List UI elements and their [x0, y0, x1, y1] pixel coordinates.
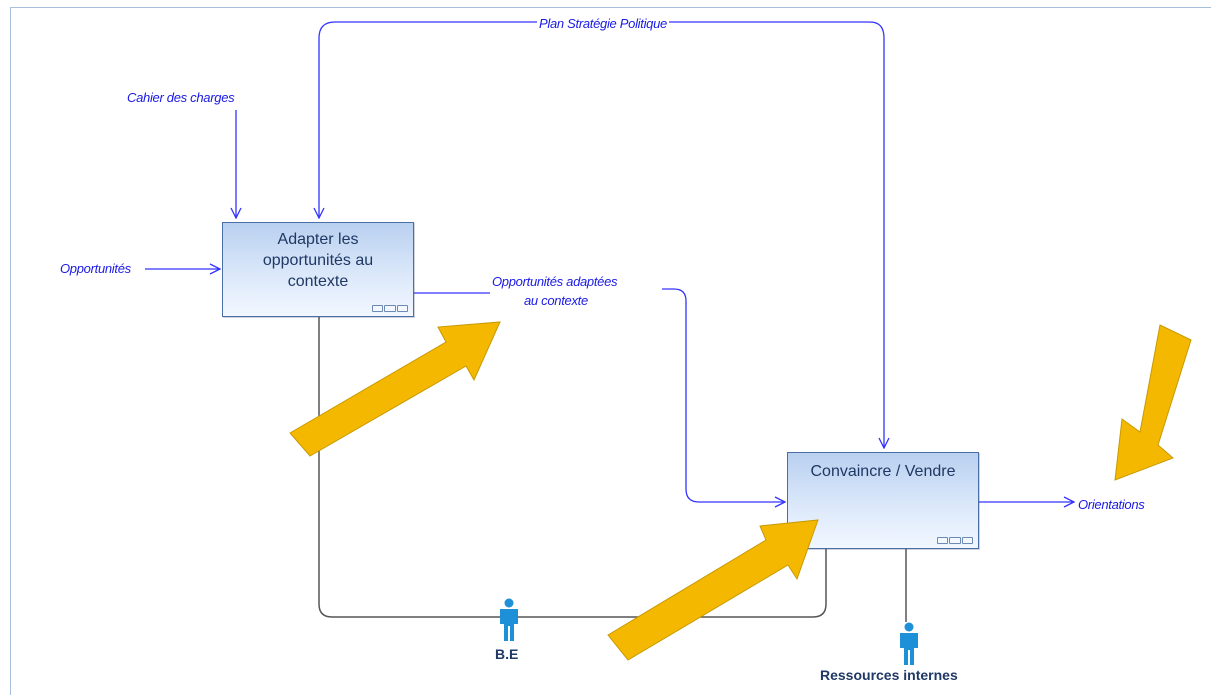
flow-label-orientations[interactable]: Orientations — [1078, 497, 1145, 512]
flow-label-opportunites[interactable]: Opportunités — [60, 261, 131, 276]
activity-title-line: contexte — [287, 273, 349, 290]
activity-title-adapter: Adapter les opportunités au contexte — [223, 229, 413, 292]
activity-box-adapter[interactable]: Adapter les opportunités au contexte — [222, 222, 414, 317]
person-icon — [500, 598, 518, 641]
mechanism-line-be[interactable] — [318, 317, 827, 618]
flow-label-adaptees-line2[interactable]: au contexte — [524, 293, 588, 308]
flow-label-adaptees-line1[interactable]: Opportunités adaptées — [492, 274, 618, 289]
control-arrow-plan-to-adapter[interactable] — [319, 21, 870, 218]
output-arrow-adaptees[interactable] — [414, 288, 785, 502]
frame-border-top — [10, 7, 1211, 8]
mechanism-label-be[interactable]: B.E — [495, 646, 519, 662]
mechanism-label-ressources[interactable]: Ressources internes — [820, 667, 958, 683]
control-arrow-plan-to-vendre[interactable] — [869, 21, 884, 448]
decomposition-icon[interactable] — [372, 305, 408, 312]
flow-label-cahier[interactable]: Cahier des charges — [127, 90, 235, 105]
activity-box-vendre[interactable]: Convaincre / Vendre — [787, 452, 979, 549]
decomposition-icon[interactable] — [937, 537, 973, 544]
activity-title-line: Adapter les — [277, 231, 359, 248]
activity-title-vendre: Convaincre / Vendre — [788, 461, 978, 482]
person-icon — [900, 622, 918, 665]
activity-title-line: opportunités au — [262, 252, 374, 269]
flow-label-plan[interactable]: Plan Stratégie Politique — [537, 16, 669, 31]
activity-title-line: Convaincre / Vendre — [810, 463, 956, 480]
frame-border-left — [10, 7, 11, 695]
